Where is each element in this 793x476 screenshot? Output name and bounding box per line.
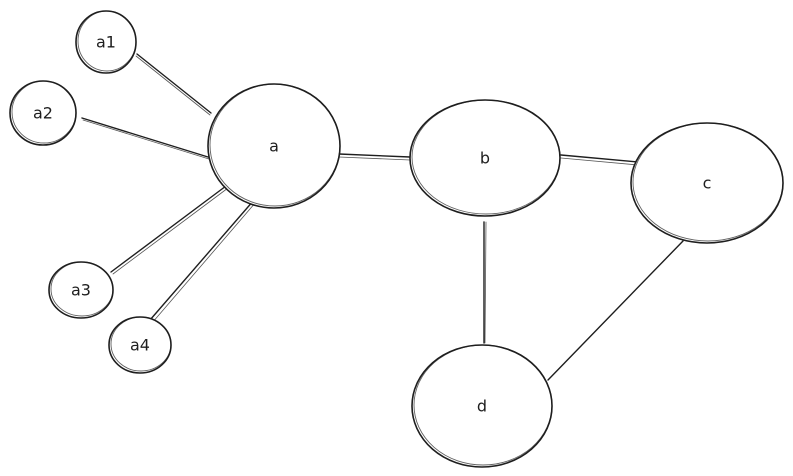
edge-a-b — [338, 153, 411, 161]
node-b: b — [409, 99, 561, 217]
edge-a3-a — [110, 185, 229, 275]
node-d: d — [411, 344, 553, 468]
edge-a2-a — [81, 117, 210, 160]
node-label-b: b — [480, 149, 490, 168]
node-a1: a1 — [75, 10, 137, 74]
node-label-a2: a2 — [33, 104, 53, 123]
node-label-a: a — [269, 137, 279, 156]
nodes: a1 a2 a b c a3 a4 — [9, 10, 784, 468]
edge-b-c — [560, 154, 639, 166]
edges — [81, 53, 684, 381]
node-a4: a4 — [108, 316, 172, 374]
edge-a1-a — [135, 53, 212, 116]
node-a: a — [207, 83, 341, 209]
node-a2: a2 — [9, 80, 77, 146]
node-label-a4: a4 — [130, 336, 150, 355]
node-label-c: c — [703, 174, 712, 193]
node-label-a3: a3 — [71, 281, 91, 300]
edge-b-d — [483, 221, 487, 344]
edge-a4-a — [149, 199, 257, 324]
node-c: c — [630, 122, 784, 244]
node-label-d: d — [477, 397, 487, 416]
node-label-a1: a1 — [96, 33, 116, 52]
edge-c-d — [547, 240, 684, 381]
node-a3: a3 — [48, 261, 114, 319]
